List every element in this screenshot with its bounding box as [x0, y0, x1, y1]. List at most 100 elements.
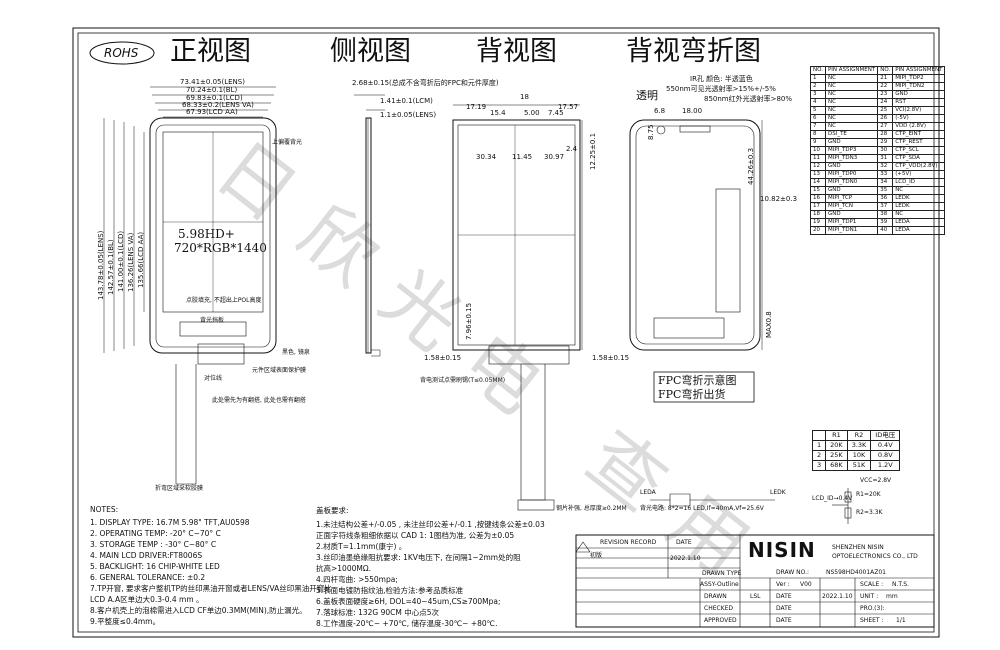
screen-resolution-label: 720*RGB*1440: [174, 241, 267, 255]
back-dim-14: 1.58±0.15: [592, 354, 630, 362]
pin-cell: 6: [810, 114, 826, 123]
back-dim-11: 12.25±0.1: [589, 132, 597, 170]
pin-cell: 31: [877, 154, 894, 163]
note-line: 5. BACKLIGHT: 16 CHIP-WHITE LED: [90, 562, 220, 571]
pin-head-no: NO.: [810, 66, 826, 75]
pin-cell: CTP_VDD(2.8V): [892, 162, 946, 171]
note-line: 8.客户机壳上的泡棉需进入LCD CF单边0.3MM(MIN),防止漏光。: [90, 606, 307, 615]
dim-lensva-w: 68.33±0.2(LENS VA): [182, 101, 254, 109]
notes-left: NOTES: 1. DISPLAY TYPE: 16.7M 5.98" TFT,…: [90, 505, 332, 627]
note-line: LCD A.A区单边大0.3-0.4 mm 。: [90, 595, 204, 604]
pin-table-header: NO. PIN ASSIGNMENT NO. PIN ASSIGNMENT: [810, 66, 946, 75]
pin-cell: GND: [824, 186, 879, 195]
side-outline: [365, 117, 372, 354]
view-title-bend: 背视弯折图: [626, 36, 761, 67]
sheet-label: SHEET :: [860, 617, 884, 624]
view-title-side: 侧视图: [330, 36, 411, 67]
notes-left-title: NOTES:: [90, 505, 119, 514]
res-head-3: ID电压: [870, 430, 901, 441]
fpc-bend-title: FPC弯折示意图: [658, 374, 737, 387]
back-dim-9: 30.97: [544, 153, 565, 161]
pin-cell: MIPI_TCN: [824, 202, 879, 211]
pin-cell: MIPI_TDP2: [892, 74, 946, 83]
pin-cell: 11: [810, 154, 826, 163]
pin-cell: MIPI_TDP3: [824, 146, 879, 155]
ver-label: Ver :: [776, 581, 790, 588]
note-line: 7.落球标准: 132G 90CM 中心点5次: [316, 608, 439, 617]
pin-cell: 35: [877, 186, 894, 195]
back-dim-2: 15.4: [490, 109, 506, 117]
back-outline: [452, 119, 581, 351]
date-label-3: DATE: [776, 617, 792, 624]
bend-dim-6: MAX0.8: [765, 311, 773, 338]
pin-cell: 16: [810, 194, 826, 203]
circuit-lcd-id: LCD_ID→0.4V: [812, 495, 853, 502]
company-en: OPTOELECTRONICS CO., LTD: [832, 553, 918, 560]
pin-cell: CTP_REST: [892, 138, 946, 147]
res-head-0: [811, 430, 827, 441]
pin-cell: LEDA: [892, 218, 946, 227]
drawn-type-label: DRAWN TYPE: [702, 570, 742, 577]
note-glue: 点胶填充, 不超出上POL高度: [186, 297, 262, 304]
note-line: 2. OPERATING TEMP: -20° C~70° C: [90, 529, 221, 538]
pin-cell: 4: [810, 98, 826, 107]
bend-dim-4: 44.26±0.3: [747, 147, 755, 185]
pin-cell: RST: [892, 98, 946, 107]
unit-value: mm: [886, 593, 898, 600]
scale-label: SCALE :: [860, 581, 884, 588]
note-line: 3. STORAGE TEMP : -30° C~80° C: [90, 540, 217, 549]
back-dim-10: 2.4: [566, 145, 578, 153]
screen-size-label: 5.98HD+: [178, 227, 235, 241]
fpc-bend-ship: FPC弯折出货: [658, 388, 726, 401]
dwg-no: NS598HD4001AZ01: [826, 569, 886, 576]
pin-cell: NC: [892, 186, 946, 195]
drawn-type-value: ASSY-Outline: [700, 581, 739, 588]
note-line: 2.材质T=1.1mm(康宁) 。: [316, 542, 407, 551]
ir-note-3: 850nm红外光透射率>80%: [704, 95, 793, 103]
note-line: 5.表面电镀防指纹油,检验方法:参考品质标准: [316, 586, 464, 595]
pin-cell: LEDK: [892, 202, 946, 211]
res-cell: 0.4V: [870, 440, 901, 451]
ver-value: V00: [800, 581, 812, 588]
bend-dim-5: 10.82±0.3: [760, 195, 798, 203]
note-bend-area: 折弯区域采软胶膜: [155, 485, 204, 492]
pin-cell: 9: [810, 138, 826, 147]
pin-cell: 40: [877, 226, 894, 235]
dim-lensva-h: 136.26(LENS VA): [127, 232, 135, 292]
pin-cell: 37: [877, 202, 894, 211]
pin-cell: MIPI_TDN2: [892, 82, 946, 91]
view-title-back: 背视图: [476, 36, 557, 67]
pin-cell: 39: [877, 218, 894, 227]
pin-cell: VCI(2.8V): [892, 106, 946, 115]
note-line: 1.未注结构公差+/-0.05 , 未注丝印公差+/-0.1 ,按键线条公差±0…: [316, 520, 545, 529]
pin-cell: 12: [810, 162, 826, 171]
back-dim-4: 5.00: [524, 109, 540, 117]
res-cell: 68K: [825, 460, 848, 471]
note-black: 黑色, 镜泉: [282, 349, 310, 356]
proj-label: PRO.(3):: [860, 605, 885, 612]
pin-cell: 15: [810, 186, 826, 195]
pin-cell: 1: [810, 74, 826, 83]
dim-lens-thickness: 1.1±0.05(LENS): [380, 111, 437, 119]
note-line: 9.平整度≤0.4mm。: [90, 617, 160, 626]
pin-cell: MIPI_TCP: [824, 194, 879, 203]
bend-dim-1: 6.8: [654, 107, 666, 115]
pin-cell: 10: [810, 146, 826, 155]
dim-lcd-w: 69.83±0.1(LCD): [186, 94, 243, 102]
pin-cell: 33: [877, 170, 894, 179]
res-cell: 25K: [825, 450, 848, 461]
pin-cell: 38: [877, 210, 894, 219]
